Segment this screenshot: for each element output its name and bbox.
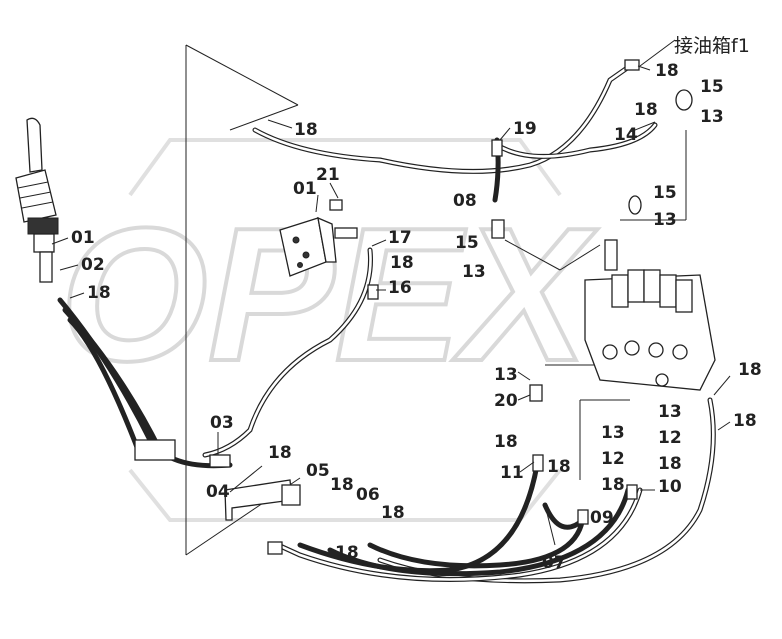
pilot-valve-block <box>279 199 358 277</box>
callout-18: 18 <box>390 253 414 273</box>
leader-lines <box>51 65 731 546</box>
callout-01: 01 <box>71 228 95 248</box>
callout-05: 05 <box>306 461 330 481</box>
callout-18: 18 <box>738 360 762 380</box>
callout-13: 13 <box>700 107 724 127</box>
callout-15: 15 <box>455 233 479 253</box>
callouts: 18 19 18 15 14 13 18 01 21 15 08 13 15 1… <box>71 61 757 573</box>
callout-11: 11 <box>500 463 524 483</box>
hoses <box>57 63 716 584</box>
callout-18: 18 <box>268 443 292 463</box>
frame-lines <box>185 44 687 556</box>
callout-15: 15 <box>700 77 724 97</box>
callout-19: 19 <box>513 119 537 139</box>
callout-18: 18 <box>655 61 679 81</box>
joystick <box>15 117 59 283</box>
callout-18: 18 <box>658 454 682 474</box>
callout-01: 01 <box>293 179 317 199</box>
callout-13: 13 <box>653 210 677 230</box>
callout-18: 18 <box>335 543 359 563</box>
fittings <box>267 59 693 555</box>
callout-12: 12 <box>601 449 625 469</box>
callout-06: 06 <box>356 485 380 505</box>
watermark-gear-ring <box>128 138 562 522</box>
callout-18: 18 <box>547 457 571 477</box>
callout-17: 17 <box>388 228 412 248</box>
callout-15: 15 <box>653 183 677 203</box>
callout-07: 07 <box>542 553 566 573</box>
callout-21: 21 <box>316 165 340 185</box>
callout-08: 18 <box>733 411 757 431</box>
callout-18: 18 <box>294 120 318 140</box>
callout-04: 04 <box>206 482 230 502</box>
callout-16: 16 <box>388 278 412 298</box>
callout-13: 13 <box>658 402 682 422</box>
bracket <box>134 439 301 521</box>
callout-14: 14 <box>614 125 638 145</box>
callout-09: 09 <box>590 508 614 528</box>
callout-18: 18 <box>601 475 625 495</box>
callout-13: 13 <box>462 262 486 282</box>
callout-18: 18 <box>634 100 658 120</box>
callout-18: 18 <box>381 503 405 523</box>
callout-03: 03 <box>210 413 234 433</box>
callout-12: 12 <box>658 428 682 448</box>
callout-13: 13 <box>494 365 518 385</box>
callout-18: 18 <box>330 475 354 495</box>
callout-02: 02 <box>81 255 105 275</box>
main-control-valve <box>584 239 716 391</box>
callout-10: 10 <box>658 477 682 497</box>
tank-label: 接油箱f1 <box>674 35 750 57</box>
callout-20: 20 <box>494 391 518 411</box>
callout-18: 18 <box>494 432 518 452</box>
callout-18: 18 <box>87 283 111 303</box>
callout-18: 08 <box>453 191 477 211</box>
callout-13: 13 <box>601 423 625 443</box>
